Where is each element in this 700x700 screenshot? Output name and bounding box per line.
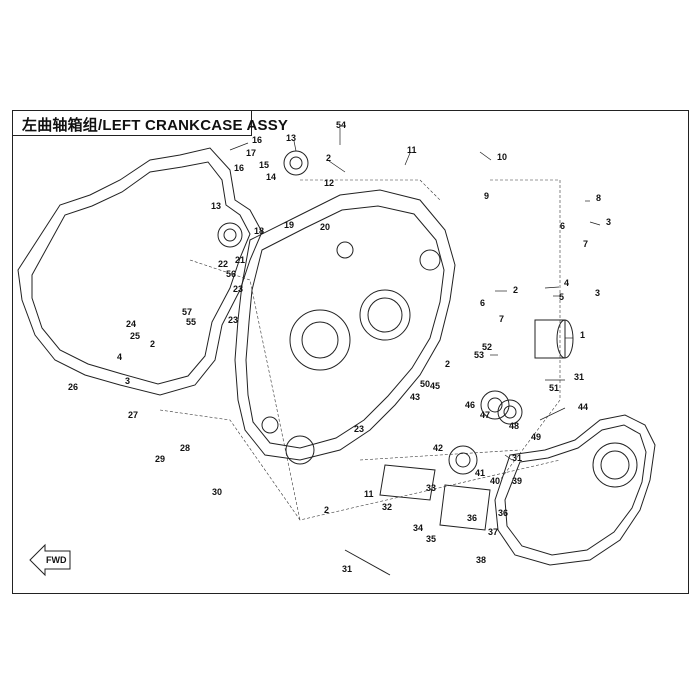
- part-callout-31: 31: [512, 453, 522, 463]
- part-callout-18: 18: [254, 226, 264, 236]
- diagram-title: 左曲轴箱组/LEFT CRANKCASE ASSY: [22, 117, 289, 134]
- part-callout-52: 52: [482, 342, 492, 352]
- part-callout-14: 14: [266, 172, 276, 182]
- part-callout-35: 35: [426, 534, 436, 544]
- part-callout-26: 26: [68, 382, 78, 392]
- part-callout-28: 28: [180, 443, 190, 453]
- part-callout-17: 17: [246, 148, 256, 158]
- fwd-label: FWD: [46, 555, 67, 565]
- part-callout-3: 3: [595, 288, 600, 298]
- part-callout-7: 7: [583, 239, 588, 249]
- part-callout-36: 36: [498, 508, 508, 518]
- part-callout-54: 54: [336, 120, 346, 130]
- part-callout-31: 31: [574, 372, 584, 382]
- part-callout-4: 4: [564, 278, 569, 288]
- part-callout-2: 2: [513, 285, 518, 295]
- part-callout-55: 55: [186, 317, 196, 327]
- part-callout-45: 45: [430, 381, 440, 391]
- part-callout-31: 31: [342, 564, 352, 574]
- part-callout-50: 50: [420, 379, 430, 389]
- part-callout-30: 30: [212, 487, 222, 497]
- drawing-frame: [12, 110, 689, 594]
- part-callout-43: 43: [410, 392, 420, 402]
- part-callout-37: 37: [488, 527, 498, 537]
- part-callout-16: 16: [234, 163, 244, 173]
- fwd-arrow: [29, 543, 71, 577]
- part-callout-53: 53: [474, 350, 484, 360]
- part-callout-11: 11: [407, 145, 417, 155]
- part-callout-6: 6: [560, 221, 565, 231]
- part-callout-4: 4: [117, 352, 122, 362]
- part-callout-2: 2: [324, 505, 329, 515]
- part-callout-39: 39: [512, 476, 522, 486]
- part-callout-10: 10: [497, 152, 507, 162]
- part-callout-8: 8: [596, 193, 601, 203]
- part-callout-13: 13: [286, 133, 296, 143]
- part-callout-9: 9: [484, 191, 489, 201]
- part-callout-6: 6: [480, 298, 485, 308]
- part-callout-36: 36: [467, 513, 477, 523]
- part-callout-2: 2: [445, 359, 450, 369]
- part-callout-32: 32: [382, 502, 392, 512]
- part-callout-2: 2: [326, 153, 331, 163]
- part-callout-11: 11: [364, 489, 374, 499]
- part-callout-23: 23: [233, 284, 243, 294]
- part-callout-16: 16: [252, 135, 262, 145]
- part-callout-3: 3: [606, 217, 611, 227]
- part-callout-41: 41: [475, 468, 485, 478]
- part-callout-29: 29: [155, 454, 165, 464]
- part-callout-25: 25: [130, 331, 140, 341]
- title-box: [12, 110, 252, 136]
- part-callout-23: 23: [228, 315, 238, 325]
- part-callout-20: 20: [320, 222, 330, 232]
- part-callout-19: 19: [284, 220, 294, 230]
- right-gasket: [494, 414, 656, 566]
- part-callout-27: 27: [128, 410, 138, 420]
- part-callout-5: 5: [559, 292, 564, 302]
- part-callout-13: 13: [211, 201, 221, 211]
- part-callout-49: 49: [531, 432, 541, 442]
- part-callout-7: 7: [499, 314, 504, 324]
- part-callout-56: 56: [226, 269, 236, 279]
- crankcase-body: [234, 189, 456, 461]
- part-callout-2: 2: [150, 339, 155, 349]
- left-gasket: [17, 147, 263, 396]
- part-callout-57: 57: [182, 307, 192, 317]
- part-callout-42: 42: [433, 443, 443, 453]
- part-callout-44: 44: [578, 402, 588, 412]
- part-callout-24: 24: [126, 319, 136, 329]
- part-callout-12: 12: [324, 178, 334, 188]
- part-callout-38: 38: [476, 555, 486, 565]
- part-callout-34: 34: [413, 523, 423, 533]
- part-callout-1: 1: [580, 330, 585, 340]
- part-callout-47: 47: [480, 410, 490, 420]
- part-callout-15: 15: [259, 160, 269, 170]
- part-callout-3: 3: [125, 376, 130, 386]
- part-callout-21: 21: [235, 255, 245, 265]
- part-callout-33: 33: [426, 483, 436, 493]
- part-callout-46: 46: [465, 400, 475, 410]
- part-callout-22: 22: [218, 259, 228, 269]
- part-callout-23: 23: [354, 424, 364, 434]
- part-callout-51: 51: [549, 383, 559, 393]
- part-callout-48: 48: [509, 421, 519, 431]
- part-callout-40: 40: [490, 476, 500, 486]
